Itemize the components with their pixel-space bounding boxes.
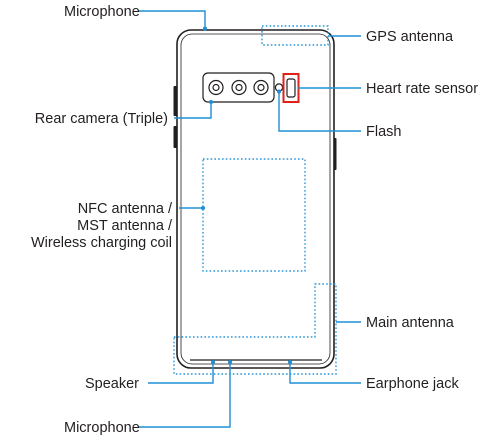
label-microphone-top: Microphone [64,4,140,20]
callout-speaker [148,364,214,384]
callout-flash [278,91,361,132]
gps-antenna-zone [261,25,329,46]
main-antenna-zone [173,283,337,375]
label-earphone-jack: Earphone jack [366,376,459,392]
camera-module [202,72,275,103]
camera-lens-left [208,79,224,96]
camera-lens-center [231,79,247,96]
label-nfc-line2: MST antenna / [77,218,173,234]
label-main-antenna: Main antenna [366,315,455,331]
label-speaker: Speaker [85,376,139,392]
heart-rate-sensor-window [286,78,296,98]
label-nfc-line3: Wireless charging coil [31,235,172,251]
callout-rear-camera [174,102,212,119]
label-microphone-bottom: Microphone [64,420,140,436]
label-nfc-line1: NFC antenna / [78,201,173,217]
callout-microphone-top [138,10,206,28]
nfc-mst-wireless-charging-zone [202,158,306,272]
label-heart-rate-sensor: Heart rate sensor [366,81,478,97]
callout-microphone-bottom [138,364,231,428]
phone-body-outline [176,29,335,369]
phone-body-inner-edge [180,33,331,365]
callout-earphone-jack [289,364,361,384]
camera-lens-right [253,79,269,96]
label-gps-antenna: GPS antenna [366,29,454,45]
label-flash: Flash [366,124,401,140]
label-rear-camera: Rear camera (Triple) [35,111,168,127]
